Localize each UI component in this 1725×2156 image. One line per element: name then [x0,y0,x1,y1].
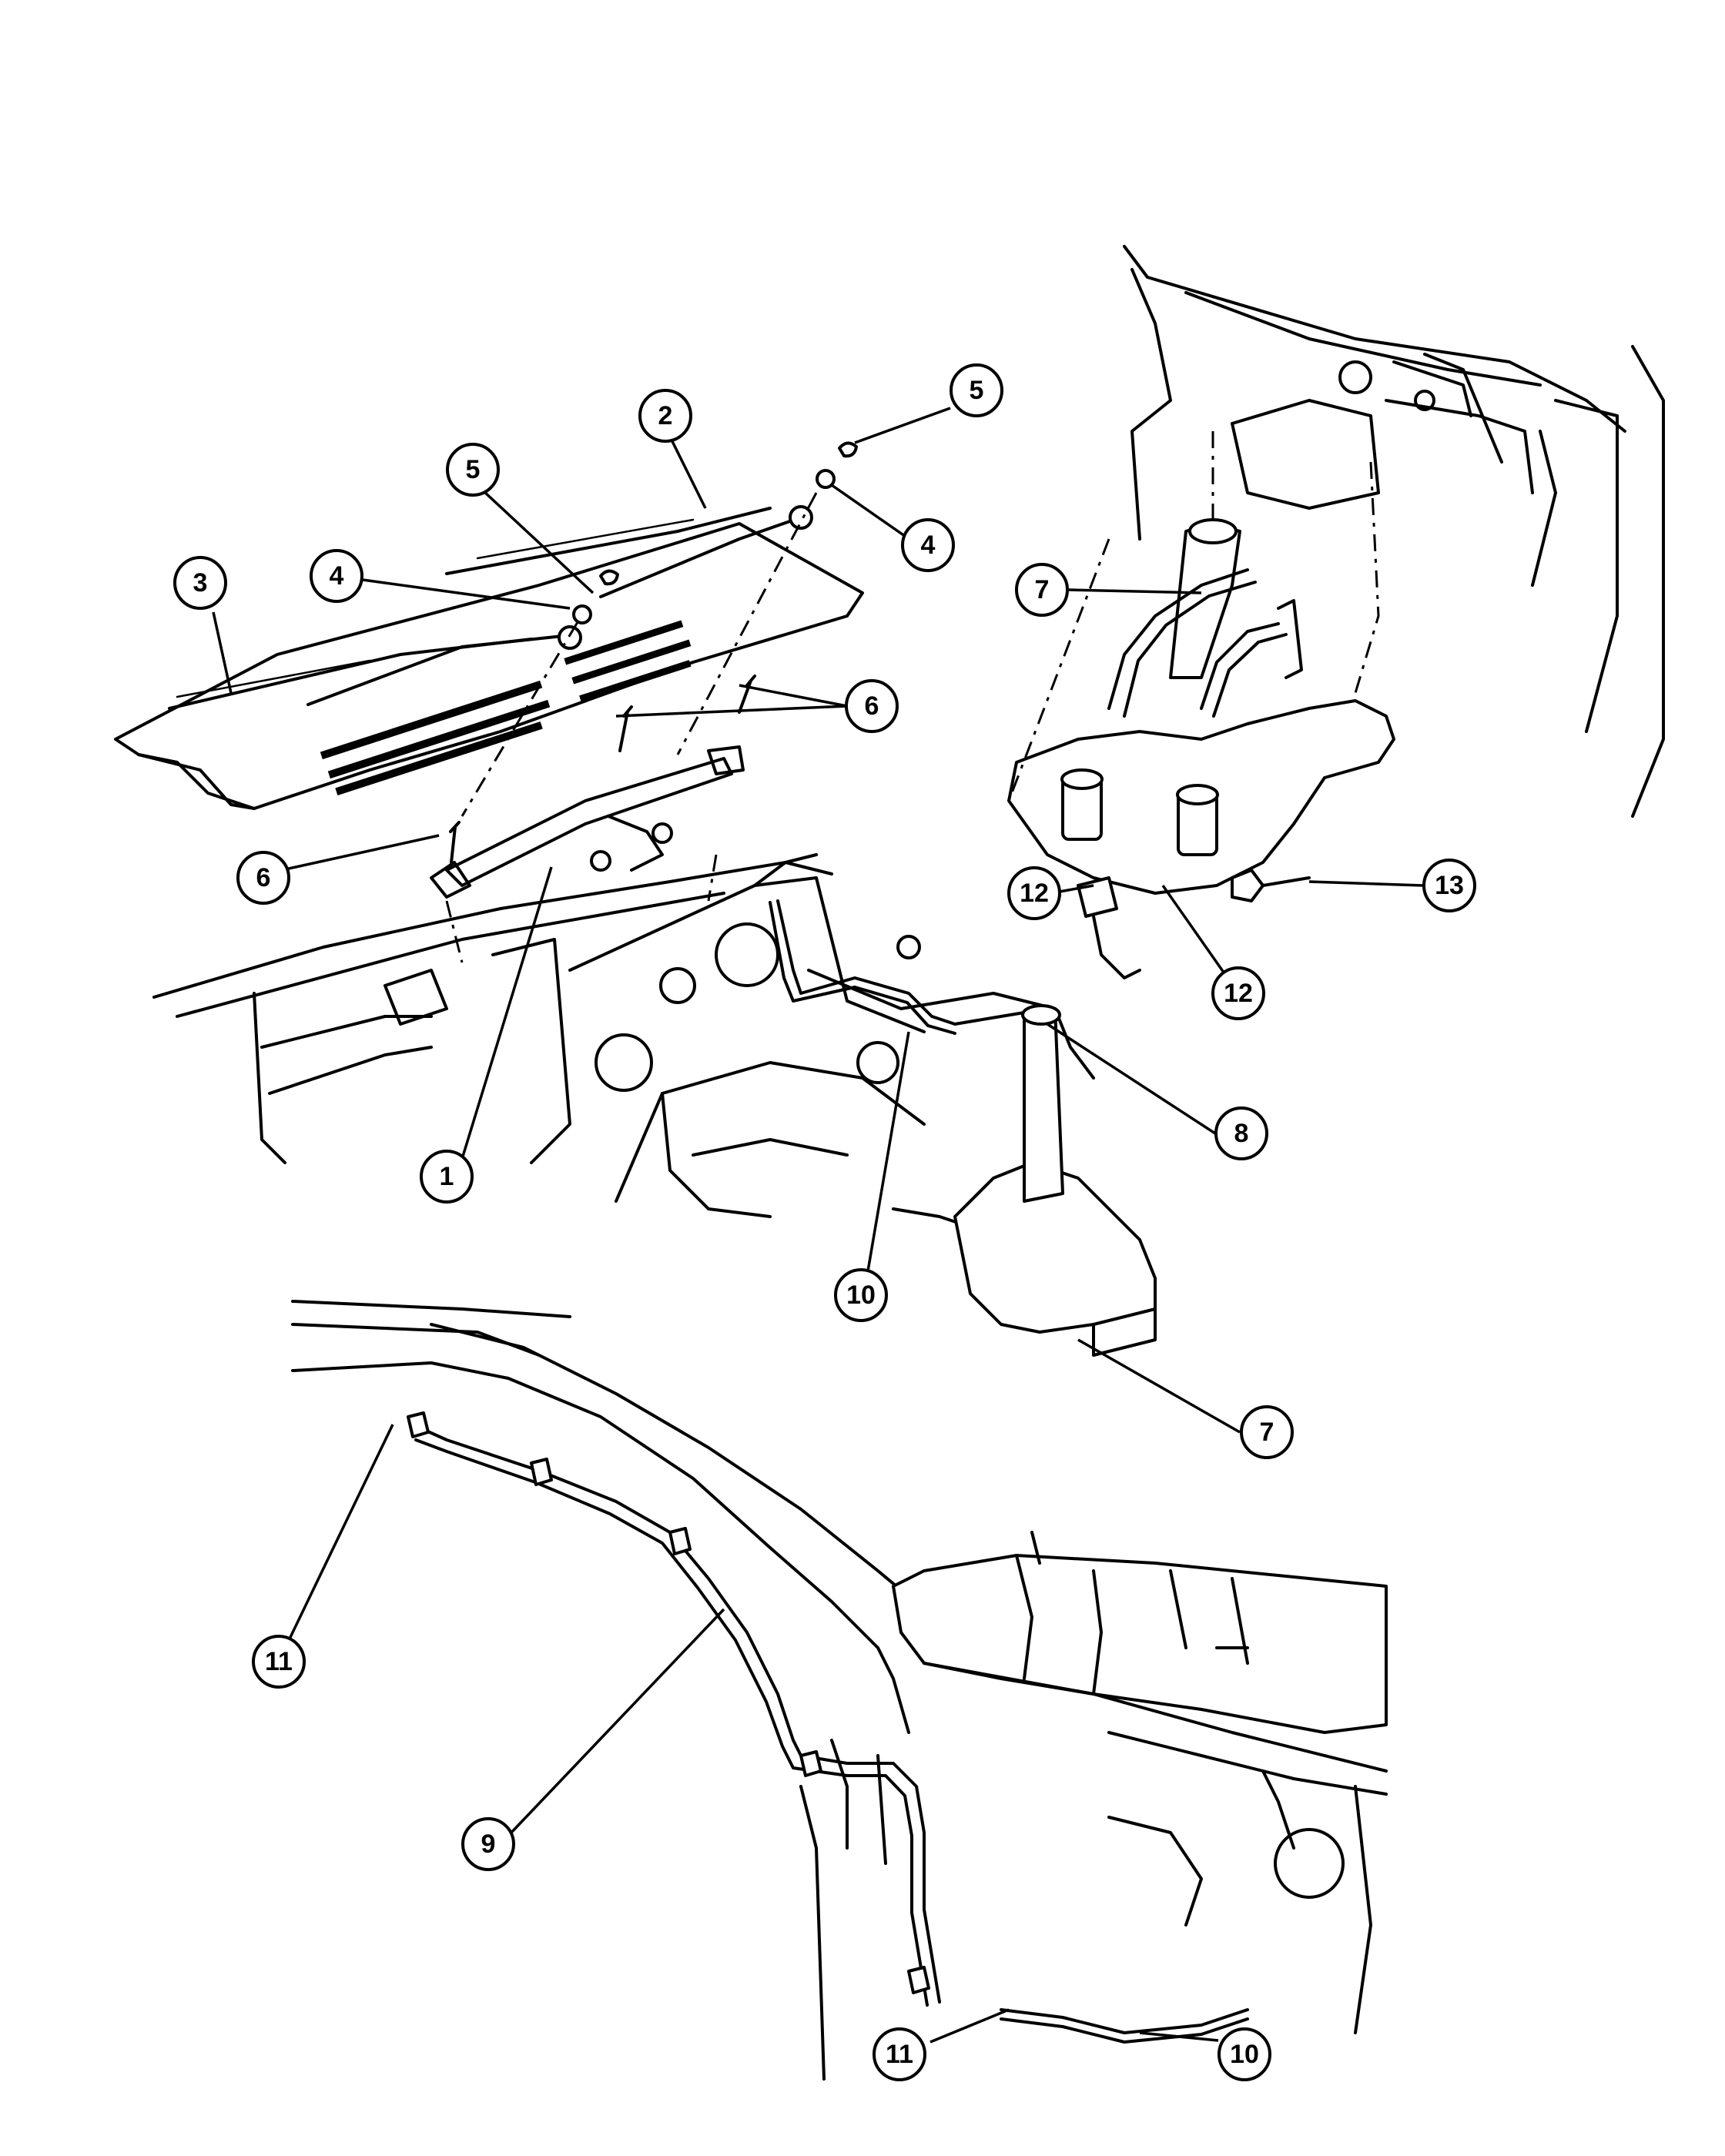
wiper-linkage-module [430,745,745,899]
callout-4-left: 4 [310,549,363,603]
callout-1: 1 [420,1150,474,1204]
callout-9: 9 [461,1817,515,1871]
svg-text:5: 5 [466,455,481,484]
svg-text:10: 10 [846,1281,876,1310]
washer-hose-pillar [414,1424,1249,2044]
assembly-line [676,492,818,755]
callout-5-left: 5 [446,443,500,497]
callout-11-upper: 11 [252,1635,306,1689]
callout-11-lower: 11 [873,2027,926,2081]
fender-inner-panel [1123,245,1665,818]
callout-12-left: 12 [1007,866,1061,920]
pump-connector [1077,876,1141,979]
svg-text:2: 2 [658,401,673,430]
washer-reservoir-lower [953,1004,1157,1357]
reservoir-hoses [1107,568,1303,718]
callout-13: 13 [1422,859,1476,912]
callout-6-right: 6 [845,679,899,733]
hose-clips [407,1411,930,1994]
callout-5-right: 5 [950,363,1003,417]
dashboard-panel [892,1531,1388,2034]
cowl-panel [114,522,864,810]
svg-text:12: 12 [1224,979,1253,1008]
svg-text:3: 3 [193,568,208,598]
svg-text:6: 6 [256,863,271,892]
svg-text:9: 9 [481,1830,496,1859]
callout-2: 2 [638,389,692,443]
svg-text:10: 10 [1230,2040,1259,2069]
wiper-arm-left [306,625,582,706]
callout-12-right: 12 [1211,966,1265,1020]
cowl-body-structure [152,853,1095,1272]
svg-text:4: 4 [921,531,936,560]
assembly-line [461,621,579,817]
leader-lines [212,407,1424,2044]
pivot-cap-left [599,569,619,586]
washer-hose-front [769,899,1049,1035]
pivot-nut-left [572,604,592,624]
svg-text:11: 11 [265,1647,293,1676]
assembly-line [1354,461,1380,694]
callout-7-lower: 7 [1240,1405,1294,1459]
svg-text:11: 11 [886,2040,913,2069]
svg-text:12: 12 [1020,879,1049,908]
cowl-vent-slots [320,620,692,796]
assembly-line [707,854,718,902]
svg-text:5: 5 [970,376,984,405]
reservoir-bolt [1231,869,1311,902]
callout-7-upper: 7 [1015,563,1069,617]
svg-text:8: 8 [1234,1119,1249,1148]
callout-10-upper: 10 [834,1268,888,1322]
svg-text:6: 6 [865,691,879,721]
assembly-line [445,900,464,963]
pivot-cap-right [838,441,858,458]
svg-text:7: 7 [1035,575,1050,604]
callout-3: 3 [173,556,227,610]
wiper-arm-right [599,505,813,598]
svg-text:4: 4 [330,561,344,591]
callout-4-right: 4 [901,518,955,572]
callout-6-left: 6 [236,851,290,905]
callout-10-lower: 10 [1218,2027,1271,2081]
washer-pumps [1060,768,1219,856]
svg-text:7: 7 [1260,1418,1274,1447]
svg-text:1: 1 [440,1162,454,1191]
assembly-line [1007,538,1110,802]
pivot-nut-right [816,469,836,489]
a-pillar-roof-structure [291,1300,926,2081]
wiper-blade-right [445,507,772,575]
callout-8: 8 [1214,1106,1268,1160]
svg-text:13: 13 [1435,871,1464,900]
